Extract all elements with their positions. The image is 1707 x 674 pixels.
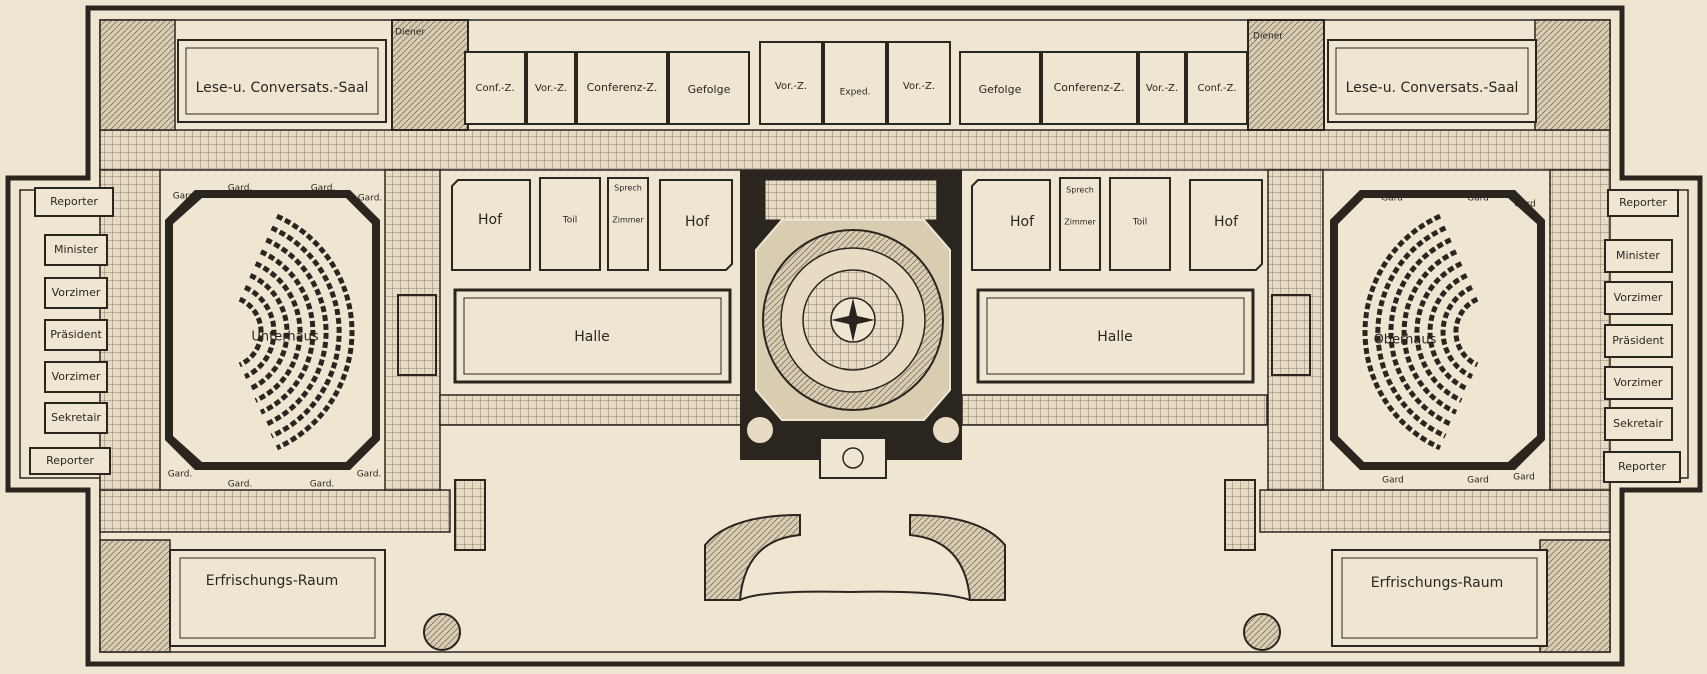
label-gard-r2: Gard (1467, 194, 1489, 204)
label-gefolge-right: Gefolge (979, 83, 1022, 96)
label-lese-left: Lese-u. Conversats.-Saal (196, 80, 369, 96)
seating-row (1375, 225, 1447, 439)
central-hall (740, 170, 962, 479)
seating-row (254, 261, 303, 403)
label-gard-r3: Gard (1514, 200, 1536, 210)
label-sekretair-right: Sekretair (1613, 417, 1663, 430)
room-labels: Lese-u. Conversats.-Saal Lese-u. Convers… (196, 28, 1519, 592)
seating-row (1427, 273, 1468, 391)
label-diener-right: Diener (1253, 32, 1283, 42)
seating-row (275, 213, 355, 451)
label-gard-l4: Gard. (358, 194, 383, 204)
seating-row (265, 237, 329, 427)
refreshment-rooms (169, 549, 1548, 651)
seating-row (270, 225, 342, 439)
side-offices (29, 187, 1681, 483)
label-gard-l1: Gard. (173, 192, 198, 202)
label-gefolge-left: Gefolge (688, 83, 731, 96)
label-reporter-top-right: Reporter (1619, 196, 1667, 209)
seating-row (249, 273, 290, 391)
label-halle-right: Halle (1097, 329, 1133, 345)
label-gard-l7: Gard. (310, 480, 335, 490)
gard-labels: Gard. Gard. Gard. Gard. Gard. Gard. Gard… (168, 184, 1536, 490)
label-gard-l6: Gard. (228, 480, 253, 490)
label-reporter-bottom-right: Reporter (1618, 460, 1666, 473)
seating-row (1453, 296, 1479, 368)
label-exped: Exped. (840, 88, 871, 98)
label-gard-r1: Gard (1381, 194, 1403, 204)
label-vorzimmer-2-left: Vorzimer (52, 370, 101, 383)
label-gard-r4: Gard (1382, 476, 1404, 486)
label-lese-right: Lese-u. Conversats.-Saal (1346, 80, 1519, 96)
label-gard-r5: Gard (1467, 476, 1489, 486)
seating-row (1401, 249, 1458, 415)
label-minister-left: Minister (54, 243, 98, 256)
right-wing-labels: Reporter Minister Vorzimer Präsident Vor… (1612, 196, 1667, 473)
seating-row (1362, 213, 1442, 451)
label-toil-left: Toil (562, 216, 577, 226)
label-hof-4: Hof (1214, 214, 1239, 230)
label-praesident-left: Präsident (50, 328, 102, 341)
label-minister-right: Minister (1616, 249, 1660, 262)
label-erfrischung-left: Erfrischungs-Raum (206, 573, 339, 589)
label-hof-3: Hof (1010, 214, 1035, 230)
seating-row (1440, 285, 1474, 379)
label-zimmer-right: Zimmer (1064, 218, 1096, 227)
label-reporter-top-left: Reporter (50, 195, 98, 208)
label-diener-left: Diener (395, 28, 425, 38)
label-gard-l2: Gard. (228, 184, 253, 194)
label-vor-z-2: Vor.-Z. (775, 81, 807, 92)
label-toil-right: Toil (1132, 218, 1147, 228)
label-vor-z-1: Vor.-Z. (535, 83, 567, 94)
label-conferenz-left: Conferenz-Z. (587, 81, 658, 94)
left-wing-labels: Reporter Minister Vorzimer Präsident Vor… (46, 195, 102, 467)
label-sekretair-left: Sekretair (51, 411, 101, 424)
label-vorzimmer-1-left: Vorzimer (52, 286, 101, 299)
top-rooms (177, 19, 1537, 131)
corridors (99, 19, 1611, 653)
seating-row (1414, 261, 1463, 403)
label-praesident-right: Präsident (1612, 334, 1664, 347)
label-zimmer-left: Zimmer (612, 216, 644, 225)
label-conferenz-right: Conferenz-Z. (1054, 81, 1125, 94)
chambers (165, 190, 1545, 470)
label-sprech-left: Sprech (614, 184, 642, 193)
label-gard-l5: Gard. (168, 470, 193, 480)
label-reporter-bottom-left: Reporter (46, 454, 94, 467)
seating-row (243, 285, 277, 379)
label-vor-z-4: Vor.-Z. (1146, 83, 1178, 94)
label-halle-left: Halle (574, 329, 610, 345)
label-vor-z-3: Vor.-Z. (903, 81, 935, 92)
label-hof-2: Hof (685, 214, 710, 230)
label-gard-r6: Gard (1513, 473, 1535, 483)
label-gard-l8: Gard. (357, 470, 382, 480)
entrance-ramps (454, 479, 1256, 601)
label-oberhaus: Oberhaus (1374, 333, 1437, 348)
seating-row (1388, 237, 1452, 427)
label-conf-z-left: Conf.-Z. (475, 83, 514, 94)
label-vorzimmer-2-right: Vorzimer (1614, 376, 1663, 389)
label-vorzimmer-1-right: Vorzimer (1614, 291, 1663, 304)
courts-and-halls (397, 177, 1311, 384)
seating-row (238, 296, 264, 368)
label-erfrischung-right: Erfrischungs-Raum (1371, 575, 1504, 591)
label-hof-1: Hof (478, 212, 503, 228)
label-gard-l3: Gard. (311, 184, 336, 194)
label-unterhaus: Unterhaus (251, 330, 318, 345)
label-conf-z-right: Conf.-Z. (1197, 83, 1236, 94)
label-sprech-right: Sprech (1066, 186, 1094, 195)
seating-row (259, 249, 316, 415)
